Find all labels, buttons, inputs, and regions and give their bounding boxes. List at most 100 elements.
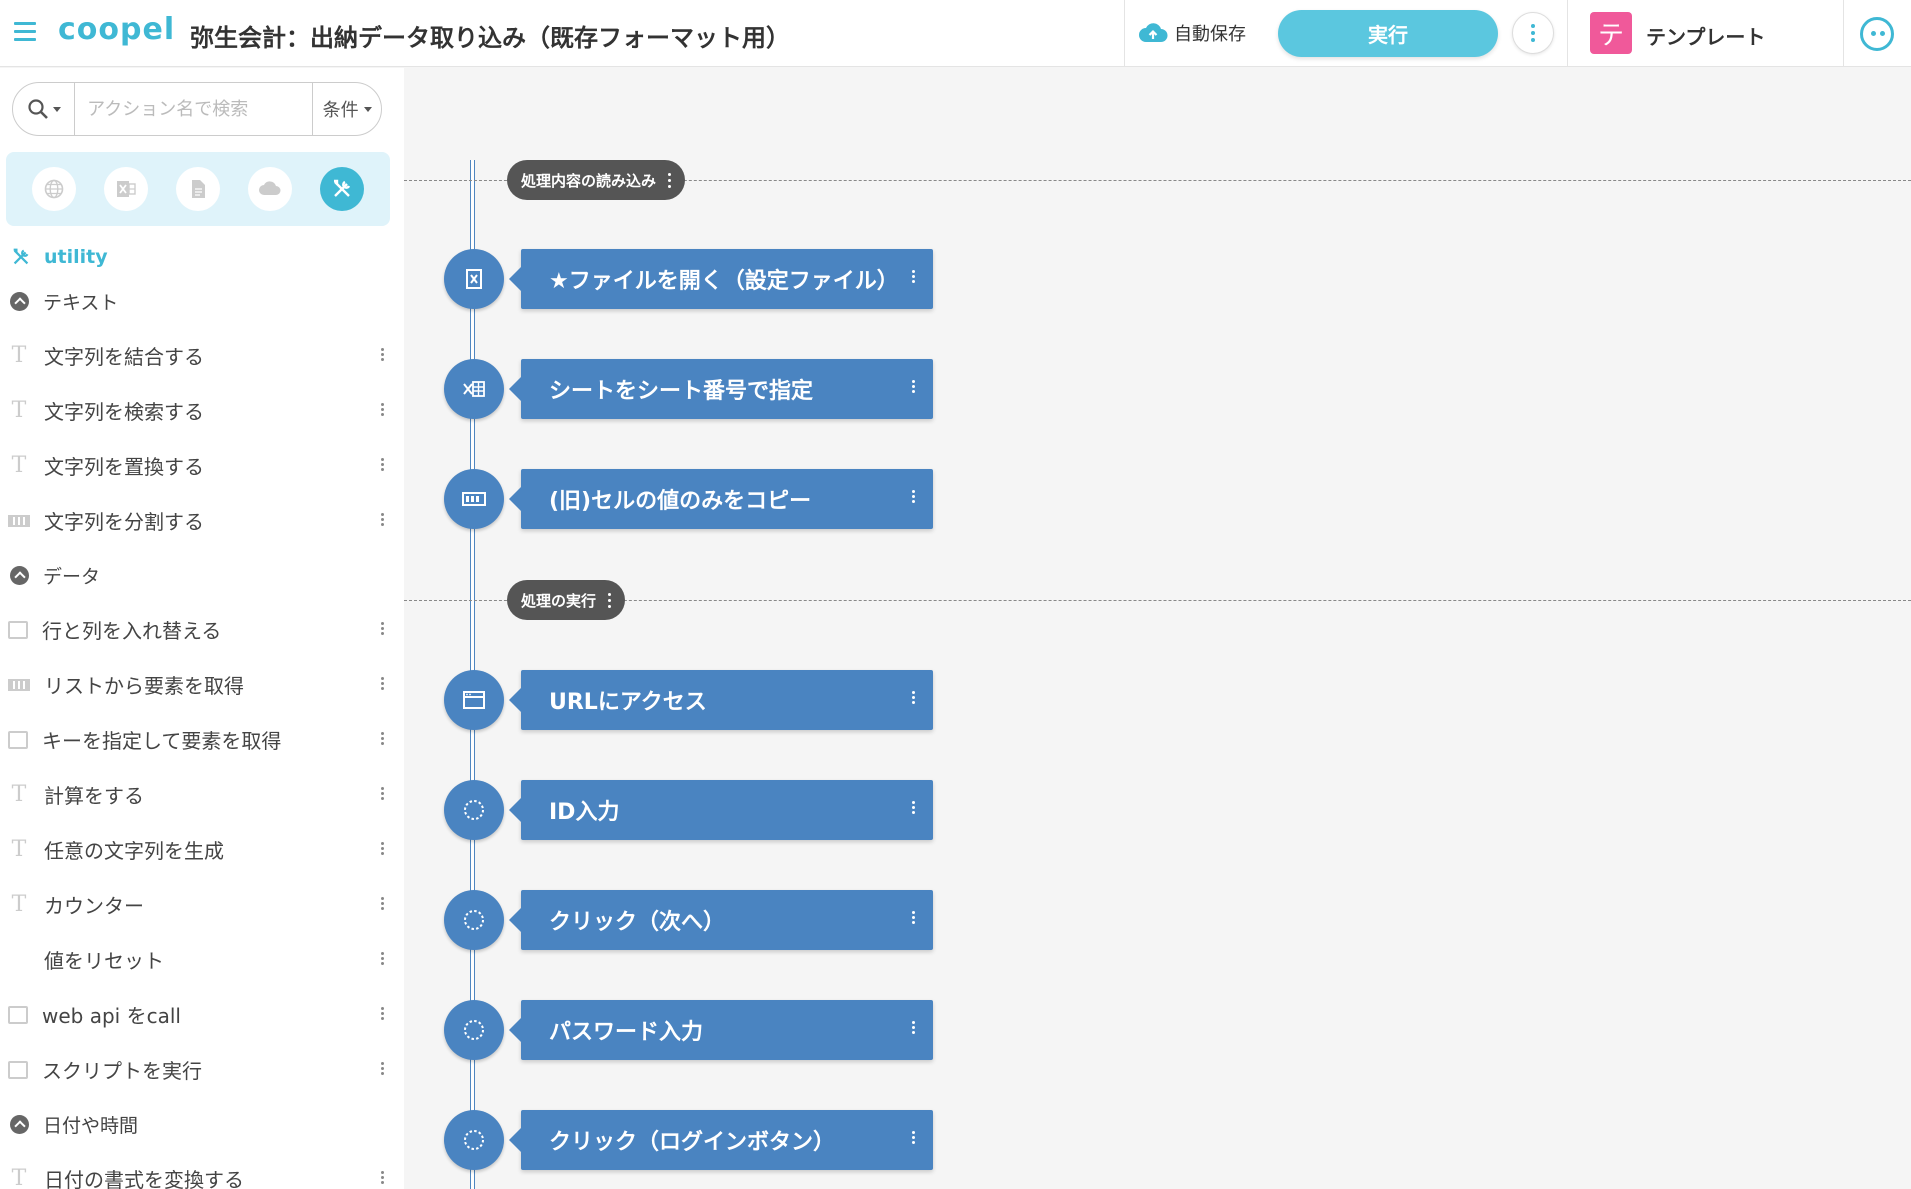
more-vertical-icon[interactable] bbox=[381, 458, 384, 471]
more-vertical-icon[interactable] bbox=[912, 801, 915, 814]
flow-step[interactable]: URLにアクセス bbox=[444, 670, 944, 730]
more-vertical-icon[interactable] bbox=[381, 952, 384, 965]
more-vertical-icon[interactable] bbox=[381, 348, 384, 361]
app-logo[interactable]: coopel bbox=[58, 12, 176, 47]
action-label: web api をcall bbox=[42, 1004, 181, 1028]
assistant-icon[interactable] bbox=[1860, 17, 1894, 51]
chevron-up-icon bbox=[10, 565, 29, 585]
action-item[interactable]: 行と列を入れ替える bbox=[0, 602, 404, 657]
action-item[interactable]: スクリプトを実行 bbox=[0, 1042, 404, 1097]
group-data-header[interactable]: データ bbox=[0, 548, 404, 602]
more-vertical-icon[interactable] bbox=[381, 513, 384, 526]
more-vertical-icon[interactable] bbox=[912, 270, 915, 283]
group-datetime-header[interactable]: 日付や時間 bbox=[0, 1097, 404, 1151]
more-vertical-icon[interactable] bbox=[912, 380, 915, 393]
more-vertical-icon[interactable] bbox=[668, 172, 672, 188]
category-web[interactable] bbox=[32, 167, 76, 211]
more-vertical-icon[interactable] bbox=[608, 592, 612, 608]
group-label: 日付や時間 bbox=[43, 1114, 139, 1137]
step-label: URLにアクセス bbox=[549, 690, 707, 715]
page-title[interactable]: 弥生会計：出納データ取り込み（既存フォーマット用） bbox=[190, 24, 790, 52]
more-vertical-icon[interactable] bbox=[381, 403, 384, 416]
action-item[interactable]: リストから要素を取得 bbox=[0, 657, 404, 712]
autosave-indicator[interactable]: 自動保存 bbox=[1138, 20, 1246, 46]
cells-icon bbox=[444, 469, 504, 529]
group-text-header[interactable]: テキスト bbox=[0, 274, 404, 328]
more-vertical-icon[interactable] bbox=[912, 1131, 915, 1144]
action-label: 行と列を入れ替える bbox=[42, 619, 222, 643]
browser-window-icon bbox=[444, 670, 504, 730]
document-icon bbox=[192, 180, 205, 198]
more-vertical-icon[interactable] bbox=[381, 622, 384, 635]
flow-step[interactable]: クリック（次へ） bbox=[444, 890, 944, 950]
condition-dropdown[interactable]: 条件 bbox=[312, 83, 381, 135]
action-item[interactable]: web api をcall bbox=[0, 987, 404, 1042]
more-vertical-icon[interactable] bbox=[381, 897, 384, 910]
more-vertical-icon[interactable] bbox=[912, 691, 915, 704]
step-card[interactable]: シートをシート番号で指定 bbox=[509, 359, 933, 419]
step-card[interactable]: クリック（ログインボタン） bbox=[509, 1110, 933, 1170]
more-vertical-icon[interactable] bbox=[381, 1062, 384, 1075]
globe-icon bbox=[44, 179, 64, 199]
flow-step[interactable]: シートをシート番号で指定 bbox=[444, 359, 944, 419]
menu-icon[interactable] bbox=[14, 22, 36, 42]
more-vertical-icon[interactable] bbox=[381, 732, 384, 745]
flow-step[interactable]: (旧)セルの値のみをコピー bbox=[444, 469, 944, 529]
step-label: ID入力 bbox=[549, 800, 620, 825]
flow-step[interactable]: ID入力 bbox=[444, 780, 944, 840]
script-type-icon bbox=[8, 1060, 28, 1079]
action-item[interactable]: 文字列を分割する bbox=[0, 493, 404, 548]
action-item[interactable]: キーを指定して要素を取得 bbox=[0, 712, 404, 767]
more-vertical-icon[interactable] bbox=[381, 677, 384, 690]
step-label: シートをシート番号で指定 bbox=[549, 379, 814, 404]
section-label-pill[interactable]: 処理の実行 bbox=[507, 580, 626, 620]
category-cloud[interactable] bbox=[248, 167, 292, 211]
step-card[interactable]: クリック（次へ） bbox=[509, 890, 933, 950]
cloud-upload-icon bbox=[1139, 23, 1168, 42]
step-card[interactable]: ★ファイルを開く（設定ファイル） bbox=[509, 249, 933, 309]
action-item[interactable]: 値をリセット bbox=[0, 932, 404, 987]
more-vertical-icon[interactable] bbox=[912, 911, 915, 924]
step-card[interactable]: (旧)セルの値のみをコピー bbox=[509, 469, 933, 529]
category-file[interactable] bbox=[176, 167, 220, 211]
dotted-circle-icon bbox=[444, 1000, 504, 1060]
more-vertical-icon[interactable] bbox=[381, 1171, 384, 1184]
list-type-icon bbox=[8, 678, 30, 691]
action-label: リストから要素を取得 bbox=[44, 674, 244, 698]
more-vertical-icon[interactable] bbox=[381, 1007, 384, 1020]
template-label[interactable]: テンプレート bbox=[1646, 25, 1766, 49]
flow-step[interactable]: クリック（ログインボタン） bbox=[444, 1110, 944, 1170]
step-card[interactable]: パスワード入力 bbox=[509, 1000, 933, 1060]
more-vertical-icon[interactable] bbox=[381, 787, 384, 800]
flow-step[interactable]: パスワード入力 bbox=[444, 1000, 944, 1060]
search-bar: 条件 bbox=[12, 82, 382, 136]
section-label-pill[interactable]: 処理内容の読み込み bbox=[507, 160, 686, 200]
more-options-button[interactable] bbox=[1512, 12, 1554, 54]
step-card[interactable]: URLにアクセス bbox=[509, 670, 933, 730]
run-button[interactable]: 実行 bbox=[1278, 10, 1498, 57]
action-label: 値をリセット bbox=[44, 949, 164, 973]
action-item[interactable]: T 任意の文字列を生成 bbox=[0, 822, 404, 877]
more-vertical-icon[interactable] bbox=[912, 490, 915, 503]
text-type-icon: T bbox=[11, 837, 27, 862]
step-card[interactable]: ID入力 bbox=[509, 780, 933, 840]
more-vertical-icon[interactable] bbox=[381, 842, 384, 855]
action-label: 任意の文字列を生成 bbox=[44, 839, 224, 863]
action-label: カウンター bbox=[44, 894, 144, 918]
search-input[interactable] bbox=[75, 83, 313, 135]
chevron-down-icon bbox=[52, 106, 61, 112]
category-excel[interactable] bbox=[104, 167, 148, 211]
more-vertical-icon[interactable] bbox=[912, 1021, 915, 1034]
template-avatar[interactable]: テ bbox=[1590, 12, 1632, 54]
flow-canvas[interactable]: 処理内容の読み込み ★ファイルを開く（設定ファイル） シートをシート番号で指定 … bbox=[404, 68, 1911, 1189]
flow-step[interactable]: ★ファイルを開く（設定ファイル） bbox=[444, 249, 944, 309]
category-utility[interactable] bbox=[320, 167, 364, 211]
search-type-dropdown[interactable] bbox=[13, 83, 76, 135]
